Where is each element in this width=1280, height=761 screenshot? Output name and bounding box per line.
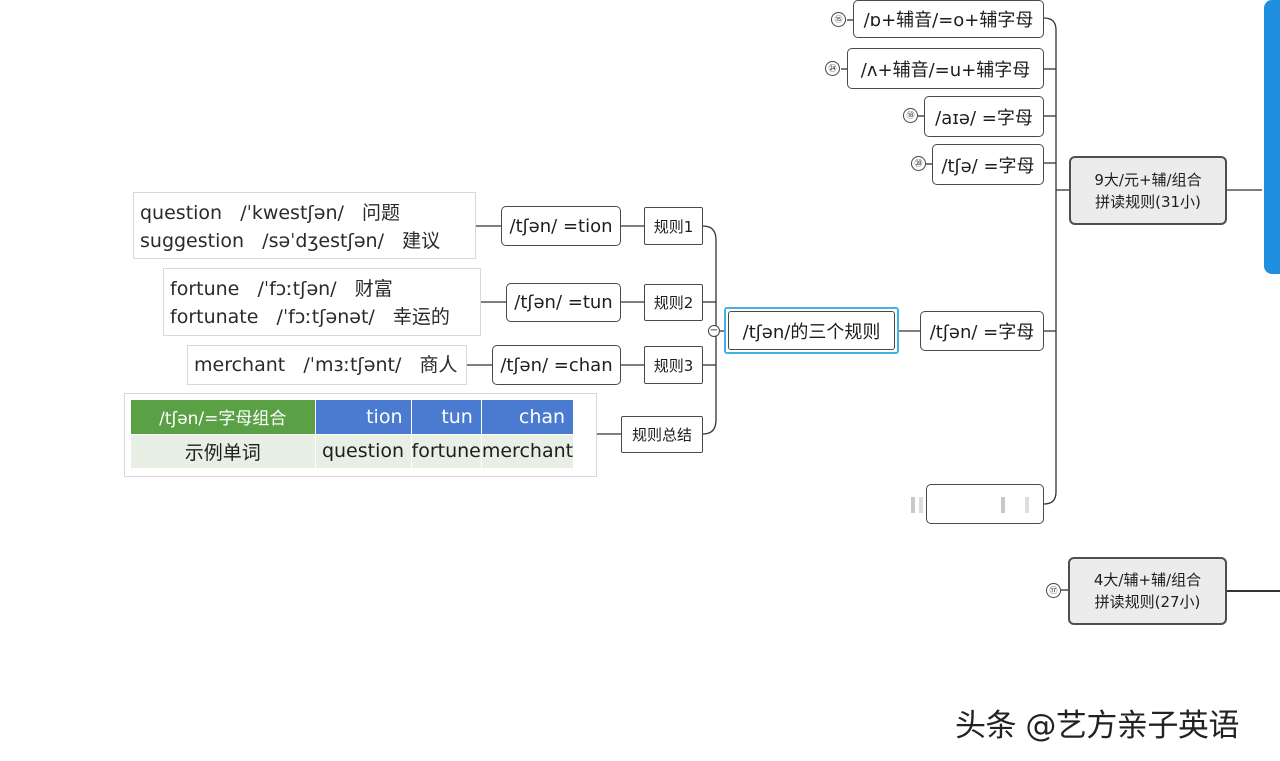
watermark-text: 头条 @艺方亲子英语 [955,708,1239,744]
number-badge: ㉔ [825,61,840,76]
table-cell: fortune [410,433,482,468]
example-line: merchant /ˈmɜːtʃənt/ 商人 [194,354,458,376]
example-line: fortunate /ˈfɔːtʃənət/ 幸运的 [170,306,450,328]
group-line-2: 拼读规则(27小) [1094,593,1201,611]
parent-topic[interactable]: /tʃən/ =字母 [920,311,1044,351]
center-topic-label: /tʃən/的三个规则 [728,311,895,350]
rule-2-formula[interactable]: /tʃən/ =tun [506,283,621,322]
topic-o-plus-consonant[interactable]: /ɒ+辅音/=o+辅字母 [853,0,1044,38]
rule-1-examples: question /ˈkwestʃən/ 问题 suggestion /səˈd… [133,192,476,259]
table-row: 示例单词 question fortune merchant [131,433,574,468]
rule-2-label[interactable]: 规则2 [644,284,703,321]
table-header-cell: chan [480,400,574,434]
rule-2-examples: fortune /ˈfɔːtʃən/ 财富 fortunate /ˈfɔːtʃə… [163,268,481,336]
number-badge: ⑰ [1046,583,1061,598]
table-cell: 示例单词 [131,433,315,468]
table-header-row: /tʃən/=字母组合 tion tun chan [131,400,574,434]
table-cell: question [314,433,411,468]
table-header-cell: tion [314,400,411,434]
number-badge: ⑳ [911,156,926,171]
rule-3-formula[interactable]: /tʃən/ =chan [492,345,621,385]
group-line-1: 4大/辅+辅/组合 [1093,571,1202,589]
side-panel-edge [1264,0,1280,274]
number-badge: ⑱ [903,108,918,123]
center-topic[interactable]: /tʃən/的三个规则 [724,307,899,354]
number-badge: ⑮ [831,12,846,27]
collapse-toggle-icon[interactable]: − [708,325,720,337]
topic-tshe[interactable]: /tʃə/ =字母 [932,144,1044,185]
example-line: fortune /ˈfɔːtʃən/ 财富 [170,278,393,300]
example-line: suggestion /səˈdʒestʃən/ 建议 [140,230,441,252]
group-node-consonant-consonant[interactable]: 4大/辅+辅/组合 拼读规则(27小) [1068,557,1227,625]
group-node-vowel-consonant[interactable]: 9大/元+辅/组合 拼读规则(31小) [1069,156,1227,225]
rule-summary-label[interactable]: 规则总结 [621,416,703,453]
rule-1-label[interactable]: 规则1 [644,207,703,245]
summary-table: /tʃən/=字母组合 tion tun chan 示例单词 question … [124,393,597,477]
rule-1-formula[interactable]: /tʃən/ =tion [501,206,621,246]
rule-3-label[interactable]: 规则3 [644,346,703,384]
table-header-cell: tun [410,400,482,434]
table-header-cell: /tʃən/=字母组合 [131,400,315,434]
table-cell: merchant [480,433,574,468]
group-line-1: 9大/元+辅/组合 [1094,170,1202,189]
blank-topic-node[interactable] [911,484,1044,524]
group-line-2: 拼读规则(31小) [1095,192,1201,211]
topic-u-plus-consonant[interactable]: /ʌ+辅音/=u+辅字母 [847,48,1044,89]
rule-3-examples: merchant /ˈmɜːtʃənt/ 商人 [187,345,467,385]
topic-aie[interactable]: /aɪə/ =字母 [924,96,1044,137]
branch-line [1226,590,1280,592]
example-line: question /ˈkwestʃən/ 问题 [140,202,401,224]
